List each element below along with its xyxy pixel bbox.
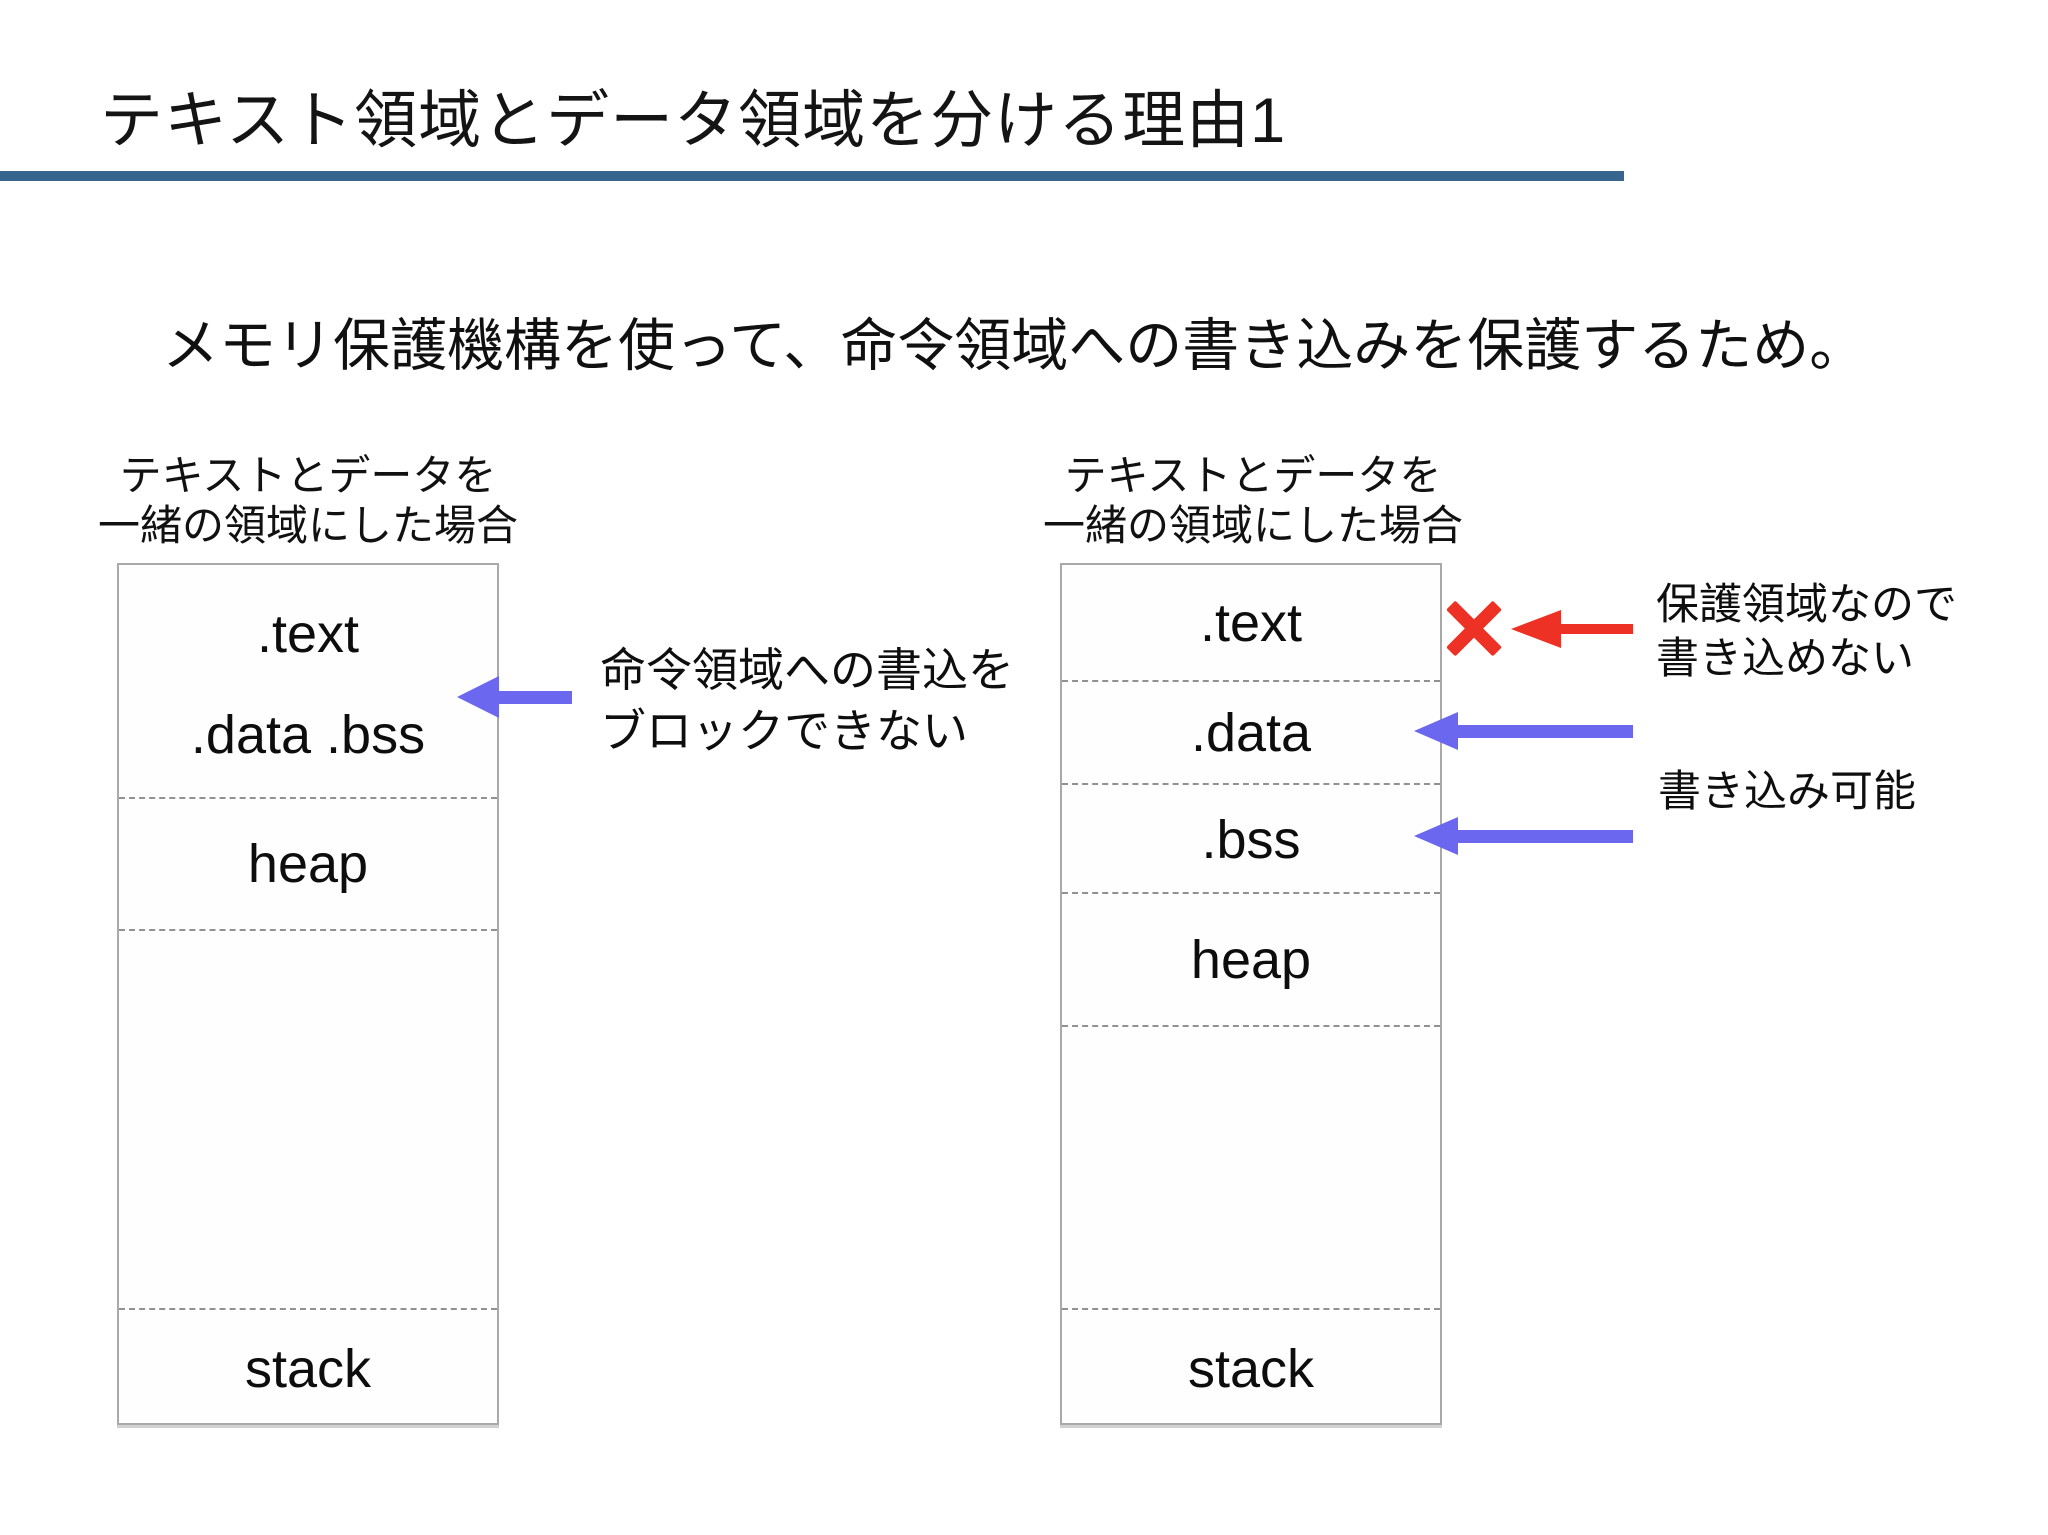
page-title: テキスト領域とデータ領域を分ける理由1 [100, 86, 1287, 156]
block-annotation: 命令領域への書込を ブロックできない [600, 640, 1014, 762]
section-divider [1062, 680, 1440, 682]
lead-text: メモリ保護機構を使って、命令領域への書き込みを保護するため。 [162, 314, 1867, 378]
protected-annotation: 保護領域なので 書き込めない [1656, 578, 1957, 686]
section-label-text: .text [1199, 593, 1303, 653]
left-arrow-shaft [496, 691, 572, 704]
protected-annotation-line2: 書き込めない [1656, 635, 1914, 683]
left-box-caption: テキストとデータを 一緒の領域にした場合 [58, 451, 558, 551]
blocked-x-icon [1441, 596, 1507, 662]
section-label-stack: stack [1187, 1339, 1315, 1399]
right-box-caption-line2: 一緒の領域にした場合 [1042, 502, 1463, 549]
section-divider [119, 1308, 497, 1310]
right-box-caption: テキストとデータを 一緒の領域にした場合 [1003, 451, 1503, 551]
section-label-heap: heap [1190, 930, 1312, 990]
right-box-caption-line1: テキストとデータを [1064, 452, 1442, 499]
data-write-arrow-icon [1414, 712, 1458, 750]
protected-arrow-icon [1511, 610, 1561, 648]
section-label-bss: .bss [1201, 810, 1301, 870]
left-memory-box: .text .data .bss heap stack [117, 563, 499, 1425]
section-divider [1062, 783, 1440, 785]
bss-write-arrow-icon [1414, 817, 1458, 855]
left-box-caption-line1: テキストとデータを [119, 452, 497, 499]
protected-annotation-line1: 保護領域なので [1656, 581, 1957, 629]
block-annotation-line2: ブロックできない [600, 705, 968, 757]
section-label-data-bss: .data .bss [190, 705, 426, 765]
right-memory-box: .text .data .bss heap stack [1060, 563, 1442, 1425]
section-divider [1062, 1308, 1440, 1310]
data-write-arrow-shaft [1455, 725, 1633, 738]
section-label-data: .data [1190, 703, 1312, 763]
left-arrow-icon [457, 676, 499, 718]
section-divider [119, 929, 497, 931]
section-divider [119, 797, 497, 799]
section-label-text: .text [256, 604, 360, 664]
protected-arrow-shaft [1558, 624, 1633, 634]
section-divider [1062, 1025, 1440, 1027]
section-divider [1062, 892, 1440, 894]
block-annotation-line1: 命令領域への書込を [600, 644, 1014, 696]
left-box-caption-line2: 一緒の領域にした場合 [97, 502, 518, 549]
section-label-heap: heap [247, 834, 369, 894]
section-label-stack: stack [244, 1339, 372, 1399]
writable-annotation: 書き込み可能 [1658, 768, 1916, 816]
title-underline [0, 171, 1624, 181]
bss-write-arrow-shaft [1455, 830, 1633, 843]
